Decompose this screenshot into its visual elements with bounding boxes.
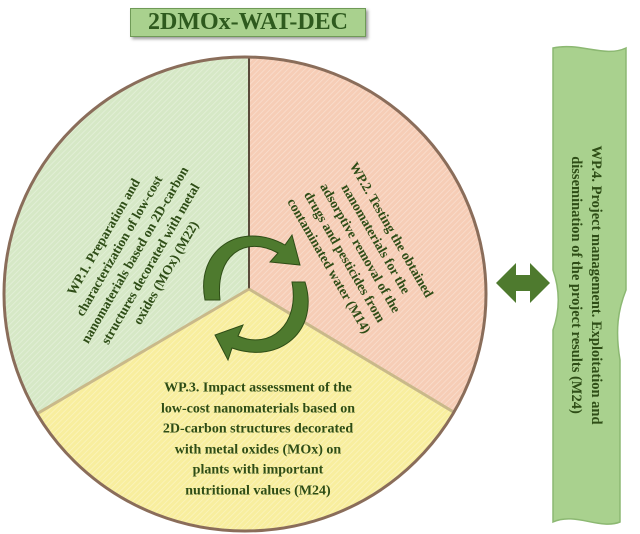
project-title: 2DMOx-WAT-DEC [130, 8, 366, 37]
wp3-line: low-cost nanomaterials based on [160, 401, 356, 416]
wp3-label: WP.3. Impact assessment of the low-cost … [161, 379, 355, 502]
cycle-arrows-icon [203, 233, 309, 362]
wp4-line: WP.4. Project management. Exploitation a… [588, 145, 604, 425]
double-arrow-icon [496, 263, 550, 303]
wp3-line: plants with important [192, 462, 324, 478]
wp3-line: 2D-carbon structures decorated [162, 421, 354, 437]
wp3-line: with metal oxides (MOx) on [174, 442, 342, 457]
wp4-line: dissemination of the project results (M2… [568, 156, 584, 414]
wp4-banner [552, 45, 627, 525]
wp3-line: nutritional values (M24) [185, 483, 331, 498]
wp4-label: WP.4. Project management. Exploitation a… [566, 145, 606, 424]
wp3-line: WP.3. Impact assessment of the [164, 380, 352, 396]
